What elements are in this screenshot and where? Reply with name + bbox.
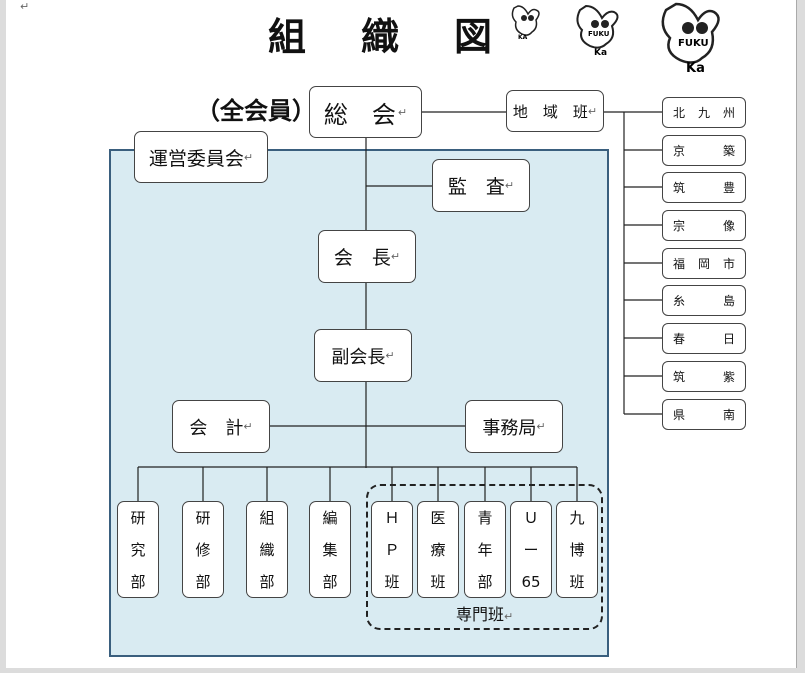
dept-char: 究 bbox=[130, 541, 146, 559]
department-box: 研修部 bbox=[182, 501, 224, 598]
dept-char: 研 bbox=[195, 509, 211, 527]
team-char: 65 bbox=[521, 573, 541, 591]
regional-group-box: 地 域 班↵ bbox=[506, 90, 604, 132]
team-char: Ｕ bbox=[523, 509, 539, 527]
region-item: 北九州 bbox=[662, 97, 746, 128]
svg-text:Ka: Ka bbox=[594, 48, 607, 58]
president-box: 会 長↵ bbox=[318, 230, 416, 283]
dept-char: 部 bbox=[130, 573, 146, 591]
dept-char: 編 bbox=[322, 509, 338, 527]
cursor-mark: ↵ bbox=[20, 0, 30, 13]
mascot-large-icon: FUKU Ka bbox=[661, 2, 720, 76]
region-char: 宗 bbox=[673, 219, 686, 233]
region-char: 豊 bbox=[722, 181, 735, 195]
region-char: 北 bbox=[673, 106, 686, 120]
region-char: 南 bbox=[722, 408, 735, 422]
page-title: 組 織 図 bbox=[268, 15, 513, 59]
team-char: 部 bbox=[477, 573, 493, 591]
region-char: 島 bbox=[722, 294, 735, 308]
special-teams-label-text: 専門班 bbox=[456, 605, 505, 624]
secretariat-label: 事務局 bbox=[482, 417, 537, 439]
regional-group-label: 地 域 班 bbox=[512, 102, 588, 121]
general-assembly-label: 総 会 bbox=[323, 100, 396, 129]
team-char: Ｐ bbox=[384, 541, 400, 559]
president-label: 会 長 bbox=[333, 247, 391, 269]
special-team-box: 医療班 bbox=[417, 501, 459, 598]
svg-text:FUKU: FUKU bbox=[588, 30, 610, 38]
region-char: 県 bbox=[673, 408, 686, 422]
team-char: 医 bbox=[430, 509, 446, 527]
department-box: 研究部 bbox=[117, 501, 159, 598]
region-item: 宗像 bbox=[662, 210, 746, 241]
team-char: 療 bbox=[430, 541, 446, 559]
team-char: 青 bbox=[477, 509, 493, 527]
dept-char: 部 bbox=[259, 573, 275, 591]
audit-box: 監 査↵ bbox=[432, 159, 530, 212]
region-char: 春 bbox=[673, 332, 686, 346]
special-team-box: 青年部 bbox=[464, 501, 506, 598]
team-char: 年 bbox=[477, 541, 493, 559]
mascot-small-icon: KA bbox=[511, 5, 540, 41]
team-char: ー bbox=[523, 541, 539, 559]
region-char: 像 bbox=[722, 219, 735, 233]
region-item: 福岡市 bbox=[662, 248, 746, 279]
all-members-label: （全会員） bbox=[196, 97, 316, 125]
svg-text:Ka: Ka bbox=[686, 61, 705, 76]
team-char: 班 bbox=[569, 573, 585, 591]
region-char: 九 bbox=[697, 106, 710, 120]
department-box: 組織部 bbox=[246, 501, 288, 598]
team-char: 班 bbox=[430, 573, 446, 591]
region-item: 京築 bbox=[662, 135, 746, 166]
special-team-box: 九博班 bbox=[556, 501, 598, 598]
dept-char: 修 bbox=[195, 541, 211, 559]
region-item: 糸島 bbox=[662, 285, 746, 316]
svg-text:KA: KA bbox=[518, 34, 528, 41]
region-char: 築 bbox=[722, 144, 735, 158]
accounting-box: 会 計↵ bbox=[172, 400, 270, 453]
region-char: 岡 bbox=[697, 257, 710, 271]
region-char: 筑 bbox=[673, 370, 686, 384]
svg-text:FUKU: FUKU bbox=[678, 38, 709, 49]
vice-president-label: 副会長 bbox=[331, 346, 386, 368]
general-assembly-box: 総 会↵ bbox=[309, 86, 422, 138]
special-teams-label: 専門班↵ bbox=[456, 605, 514, 624]
steering-committee-label: 運営委員会 bbox=[148, 147, 244, 170]
region-char: 京 bbox=[673, 144, 686, 158]
dept-char: 研 bbox=[130, 509, 146, 527]
region-item: 筑紫 bbox=[662, 361, 746, 392]
region-item: 県南 bbox=[662, 399, 746, 430]
team-char: 九 bbox=[569, 509, 585, 527]
team-char: 班 bbox=[384, 573, 400, 591]
mascot-medium-icon: FUKU Ka bbox=[576, 4, 619, 58]
steering-committee-box: 運営委員会↵ bbox=[134, 131, 268, 183]
region-char: 州 bbox=[722, 106, 735, 120]
dept-char: 織 bbox=[259, 541, 275, 559]
secretariat-box: 事務局↵ bbox=[465, 400, 563, 453]
audit-label: 監 査 bbox=[447, 176, 505, 198]
team-char: Ｈ bbox=[384, 509, 400, 527]
dept-char: 組 bbox=[259, 509, 275, 527]
region-item: 春日 bbox=[662, 323, 746, 354]
region-char: 筑 bbox=[673, 181, 686, 195]
region-char: 福 bbox=[673, 257, 686, 271]
accounting-label: 会 計 bbox=[189, 417, 244, 439]
region-item: 筑豊 bbox=[662, 172, 746, 203]
region-char: 日 bbox=[722, 332, 735, 346]
dept-char: 集 bbox=[322, 541, 338, 559]
region-char: 紫 bbox=[722, 370, 735, 384]
dept-char: 部 bbox=[195, 573, 211, 591]
team-char: 博 bbox=[569, 541, 585, 559]
region-char: 糸 bbox=[673, 294, 686, 308]
region-char: 市 bbox=[722, 257, 735, 271]
department-box: 編集部 bbox=[309, 501, 351, 598]
dept-char: 部 bbox=[322, 573, 338, 591]
vice-president-box: 副会長↵ bbox=[314, 329, 412, 382]
